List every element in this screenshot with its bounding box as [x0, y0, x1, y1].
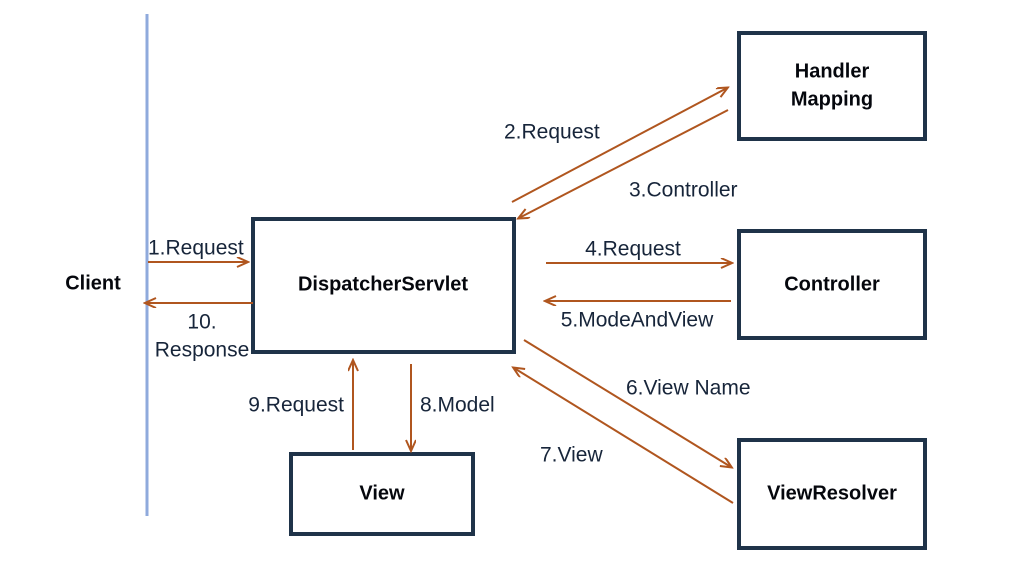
node-view-resolver[interactable]: ViewResolver — [737, 438, 927, 550]
edge-8-model: 8.Model — [411, 364, 495, 450]
node-dispatcher-servlet[interactable]: DispatcherServlet — [251, 217, 516, 354]
edge-3-controller: 3.Controller — [519, 109, 738, 218]
edge-2-label: 2.Request — [504, 121, 600, 144]
edge-10-label-line2: Response — [155, 339, 250, 362]
edge-6-arrow — [523, 339, 731, 467]
edge-4-label: 4.Request — [585, 238, 681, 261]
edge-10-label-line1: 10. — [187, 311, 216, 334]
node-handler-mapping[interactable]: Handler Mapping — [737, 31, 927, 141]
edge-8-label: 8.Model — [420, 394, 495, 417]
controller-label: Controller — [784, 273, 880, 295]
controller-box[interactable] — [737, 229, 927, 340]
edge-7-view: 7.View — [514, 368, 734, 504]
edge-6-label: 6.View Name — [626, 377, 751, 400]
actor-client-label: Client — [65, 272, 121, 294]
edge-9-label: 9.Request — [248, 394, 344, 417]
edge-1-label: 1.Request — [148, 237, 244, 260]
edge-4-request: 4.Request — [546, 238, 731, 263]
edge-10-response: 10. Response — [146, 303, 253, 362]
edge-7-arrow — [514, 368, 734, 504]
edge-1-request: 1.Request — [148, 237, 247, 262]
view-box[interactable] — [289, 452, 475, 536]
edge-6-view-name: 6.View Name — [523, 339, 751, 467]
node-controller[interactable]: Controller — [737, 229, 927, 340]
edge-3-label: 3.Controller — [629, 179, 738, 202]
handler-mapping-label-line1: Handler — [795, 60, 870, 82]
edge-2-request: 2.Request — [504, 88, 727, 203]
view-resolver-label: ViewResolver — [767, 482, 897, 504]
dispatcher-servlet-label: DispatcherServlet — [298, 273, 468, 295]
handler-mapping-box[interactable] — [737, 31, 927, 141]
edge-9-request: 9.Request — [248, 361, 353, 450]
edge-7-label: 7.View — [540, 444, 603, 467]
edge-5-modeandview: 5.ModeAndView — [546, 301, 731, 332]
view-resolver-box[interactable] — [737, 438, 927, 550]
view-label: View — [359, 482, 405, 504]
handler-mapping-label-line2: Mapping — [791, 88, 873, 110]
edge-2-arrow — [511, 88, 727, 203]
node-view[interactable]: View — [289, 452, 475, 536]
dispatcher-servlet-box[interactable] — [251, 217, 516, 354]
edge-3-arrow — [519, 109, 729, 218]
edge-5-label: 5.ModeAndView — [561, 309, 714, 332]
